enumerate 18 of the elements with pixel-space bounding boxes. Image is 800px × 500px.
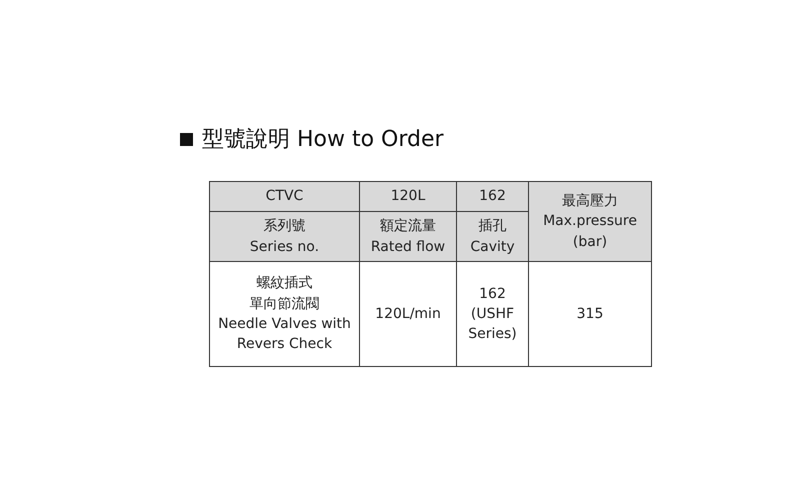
column-header-text: Max.pressure (bar) <box>542 212 638 252</box>
column-header-text: Rated flow <box>370 238 446 256</box>
column-header-text: 系列號 <box>262 217 306 236</box>
column-header-text: 120L <box>390 187 426 206</box>
cell-text: 315 <box>576 304 604 324</box>
cell-text: 162 (USHF Series) <box>467 284 518 344</box>
cell-text: 螺紋插式 <box>256 274 314 294</box>
title: 型號說明 How to Order <box>202 126 444 154</box>
column-header-text: CTVC <box>264 187 304 206</box>
column-header-text: 最高壓力 <box>561 192 619 212</box>
column-header-text: 162 <box>478 187 507 206</box>
column-header-text: Series no. <box>248 238 320 256</box>
cell-text: 單向節流閥 <box>248 294 320 314</box>
column-header-text: 額定流量 <box>379 217 437 236</box>
column-header-text: 插孔 <box>478 217 508 236</box>
column-header-text: Cavity <box>469 238 516 256</box>
cell-text: Needle Valves with Revers Check <box>218 315 351 354</box>
cell-text: 120L/min <box>374 304 442 324</box>
